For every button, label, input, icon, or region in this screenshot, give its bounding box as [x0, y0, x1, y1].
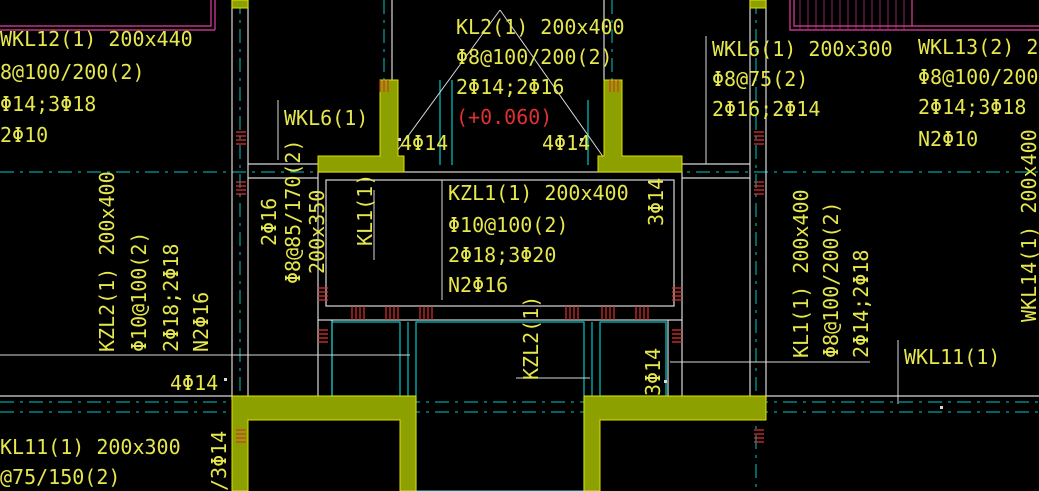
vertical-stirrup: Φ8@85/170(2)	[281, 140, 305, 285]
wkl13-stirrup: Φ8@100/200	[918, 65, 1038, 89]
opening-hatch-top-right	[799, 0, 905, 30]
rebar-marks	[236, 80, 764, 443]
wkl12-side-bars: 2Φ10	[0, 123, 48, 147]
kzl1-side: N2Φ16	[448, 273, 508, 297]
leader-lines	[0, 36, 899, 404]
kzl2-name: KZL2(1) 200x400	[95, 171, 119, 352]
kzl1-bars: 2Φ18;3Φ20	[448, 243, 556, 267]
kl2-name: KL2(1) 200x400	[456, 15, 625, 39]
bar-3phi14-b: 3Φ14	[641, 348, 665, 396]
walls	[231, 0, 767, 491]
vertical-2phi16: 2Φ16	[257, 198, 281, 246]
kzl2-side: N2Φ16	[189, 292, 213, 352]
kl1-bars: 2Φ14;2Φ18	[849, 250, 873, 358]
wkl13-side: N2Φ10	[918, 127, 978, 151]
kl2-elevation: (+0.060)	[456, 105, 552, 129]
annotations: WKL12(1) 200x440 8@100/200(2) Φ14;3Φ18 2…	[0, 15, 1039, 491]
wkl11-name: KL11(1) 200x300	[0, 435, 181, 459]
wall-stub-top-left	[231, 0, 249, 9]
bar-markers	[224, 138, 943, 409]
kzl1-name: KZL1(1) 200x400	[448, 181, 629, 205]
kl2-bars: 2Φ14;2Φ16	[456, 75, 564, 99]
kzl2-stirrup: Φ10@100(2)	[127, 232, 151, 352]
wall-corner-bottom-left	[231, 395, 417, 491]
wkl13-name: WKL13(2) 200	[918, 35, 1039, 59]
beam-outlines	[0, 0, 1039, 400]
kl1-name: KL1(1) 200x400	[789, 189, 813, 358]
opening-cross	[391, 9, 605, 159]
vertical-kl1: KL1(1)	[353, 174, 377, 246]
kl2-stirrup: Φ8@100/200(2)	[456, 45, 613, 69]
wkl6-stirrup: Φ8@75(2)	[712, 67, 808, 91]
bar-3phi14-a: 3Φ14	[644, 178, 668, 226]
wall-corner-top-left	[317, 79, 405, 173]
kl1-stirrup: Φ8@100/200(2)	[819, 201, 843, 358]
wkl6-left-label: WKL6(1)	[284, 106, 368, 130]
wall-corner-bottom-right	[583, 395, 767, 491]
kzl1-stirrup: Φ10@100(2)	[448, 213, 568, 237]
wkl14-name: WKL14(1) 200x400	[1017, 129, 1039, 322]
wall-stub-top-right	[749, 0, 767, 9]
vertical-kzl2: KZL2(1)	[519, 296, 543, 380]
bar-4phi14-a: 4Φ14	[400, 131, 448, 155]
bar-3phi14-c: /3Φ14	[207, 431, 231, 491]
bar-4phi14-c: 4Φ14	[170, 371, 218, 395]
bar-4phi14-b: 4Φ14	[542, 131, 590, 155]
wkl12-top-bars: Φ14;3Φ18	[0, 92, 96, 116]
kzl2-bars: 2Φ18;2Φ18	[159, 244, 183, 352]
opening-top-left	[0, 0, 216, 31]
wkl11-right-label: WKL11(1)	[904, 345, 1000, 369]
wkl6-name: WKL6(1) 200x300	[712, 37, 893, 61]
opening-top-right	[789, 0, 1039, 31]
wkl11-stirrup: @75/150(2)	[0, 465, 120, 489]
wkl12-stirrup: 8@100/200(2)	[0, 60, 145, 84]
wkl12-name: WKL12(1) 200x440	[0, 27, 193, 51]
wkl13-bars: 2Φ14;3Φ18	[918, 95, 1026, 119]
vertical-200x350: 200x350	[305, 190, 329, 274]
openings	[0, 0, 1039, 31]
wkl6-bars: 2Φ16;2Φ14	[712, 97, 820, 121]
wall-corner-top-right	[597, 79, 683, 173]
